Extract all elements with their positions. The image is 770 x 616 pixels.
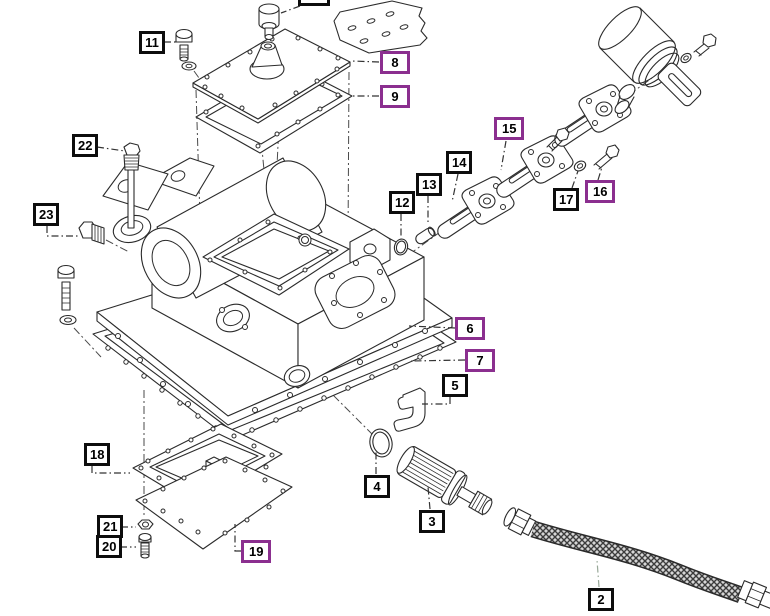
hose-2-drawing — [503, 507, 770, 612]
base-gasket-holes — [105, 345, 443, 433]
part-label-12[interactable]: 12 — [389, 191, 416, 214]
part-label-7[interactable]: 7 — [465, 349, 495, 372]
cover-plate-drawing — [192, 28, 351, 124]
part-label-cutoff-top[interactable] — [298, 0, 330, 6]
washer-17-drawing — [573, 160, 587, 172]
part-label-19[interactable]: 19 — [241, 540, 272, 563]
part-label-13[interactable]: 13 — [416, 173, 443, 196]
dipstick-drawing — [123, 142, 141, 229]
part-label-18[interactable]: 18 — [84, 443, 111, 466]
part-label-16[interactable]: 16 — [585, 180, 616, 203]
cylinder-cap-drawing — [598, 6, 702, 114]
part-label-8[interactable]: 8 — [380, 51, 410, 74]
filter-3-drawing — [396, 446, 493, 516]
plug-drawing — [78, 221, 105, 245]
part-label-21[interactable]: 21 — [97, 515, 124, 538]
part-label-5[interactable]: 5 — [442, 374, 468, 397]
top-right-bolt-washer-drawing — [680, 33, 717, 64]
pin-13-drawing — [415, 226, 436, 245]
part-label-14[interactable]: 14 — [446, 151, 473, 174]
bolt-11-drawing — [175, 28, 197, 71]
top-bracket-drawing — [333, 0, 428, 54]
left-bolt-drawing — [57, 264, 77, 326]
bracket-bolt-drawing — [546, 127, 570, 152]
part-label-3[interactable]: 3 — [419, 510, 445, 533]
bolt-16-drawing — [593, 144, 620, 170]
part-label-22[interactable]: 22 — [72, 134, 99, 157]
lever-15-drawing — [496, 135, 574, 198]
breather-drawing — [258, 3, 280, 41]
part-label-23[interactable]: 23 — [33, 203, 60, 226]
part-label-15[interactable]: 15 — [494, 117, 525, 140]
part-label-2[interactable]: 2 — [588, 588, 614, 611]
part-label-11[interactable]: 11 — [139, 31, 165, 54]
lift-cover-housing-drawing — [96, 157, 453, 426]
bottom-gasket-drawing — [135, 456, 293, 550]
part-label-6[interactable]: 6 — [455, 317, 485, 340]
part-label-9[interactable]: 9 — [380, 85, 410, 108]
nut-21-drawing — [137, 519, 154, 530]
part-label-4[interactable]: 4 — [364, 475, 390, 498]
o-ring-4-drawing — [369, 428, 393, 458]
part-label-17[interactable]: 17 — [553, 188, 580, 211]
clip-5-drawing — [393, 387, 426, 432]
bolt-20-drawing — [138, 532, 152, 559]
o-ring-12-drawing — [393, 238, 409, 256]
part-label-20[interactable]: 20 — [96, 535, 123, 558]
